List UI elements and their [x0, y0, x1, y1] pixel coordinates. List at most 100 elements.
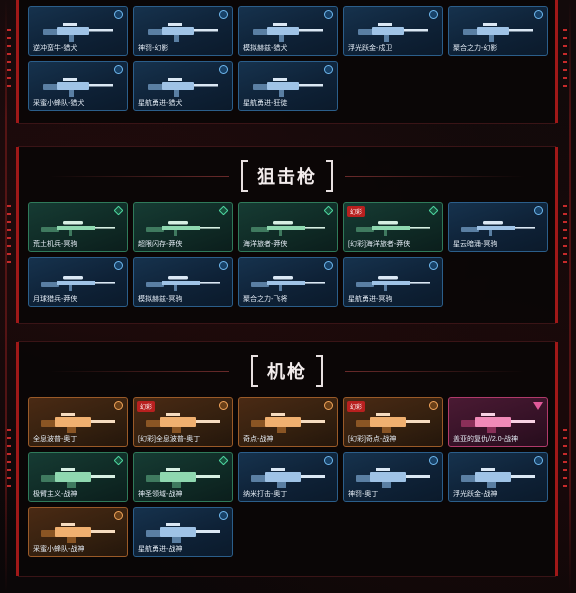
- weapon-skin-card[interactable]: 星航勇进-战神: [133, 507, 233, 557]
- weapon-image-icon: [354, 215, 432, 239]
- weapon-skin-card[interactable]: 月球猎兵-莽侠: [28, 257, 128, 307]
- weapon-skin-card[interactable]: 超限闪存-莽侠: [133, 202, 233, 252]
- weapon-skin-card[interactable]: 极臂主义-战神: [28, 452, 128, 502]
- weapon-skin-card[interactable]: 海洋旅者-莽侠: [238, 202, 338, 252]
- skin-name-label: 月球猎兵-莽侠: [33, 296, 78, 303]
- weapon-image-icon: [144, 19, 222, 43]
- weapon-skin-card[interactable]: 采蜜小蜂队-猎犬: [28, 61, 128, 111]
- weapon-skin-card[interactable]: 聚合之力-幻影: [448, 6, 548, 56]
- rarity-icon: [113, 455, 124, 466]
- weapon-skin-card[interactable]: 幻彩[幻彩]全息波普-奥丁: [133, 397, 233, 447]
- header-line: [49, 176, 229, 177]
- weapon-skin-card[interactable]: 神罚-幻影: [133, 6, 233, 56]
- weapon-skin-card[interactable]: 浮光跃金-战神: [448, 452, 548, 502]
- weapon-skin-card[interactable]: 幻彩 [幻彩]奇点-战神: [343, 397, 443, 447]
- weapon-image-icon: [39, 215, 117, 239]
- weapon-skin-card[interactable]: 荒土机兵-冥驹: [28, 202, 128, 252]
- weapon-image-icon: [354, 270, 432, 294]
- panel-edge-deco: [563, 29, 567, 89]
- skin-name-label: 神罚-幻影: [138, 45, 169, 52]
- rarity-icon: [114, 401, 123, 410]
- rarity-icon: [429, 261, 438, 270]
- rarity-icon: [429, 456, 438, 465]
- left-border-line: [5, 0, 7, 593]
- weapon-skin-card[interactable]: 模拟赫兹-冥驹: [133, 257, 233, 307]
- mg-section-panel: 机枪 全息波普-奥丁 幻彩[幻彩]全息波普-奥丁 奇点-战神: [7, 341, 567, 577]
- weapon-image-icon: [459, 19, 537, 43]
- skin-name-label: [幻彩]奇点-战神: [348, 436, 397, 443]
- skin-name-label: 模拟赫兹-猎犬: [243, 45, 288, 52]
- weapon-skin-card[interactable]: 幻彩[幻彩]海洋旅者-莽侠: [343, 202, 443, 252]
- weapon-image-icon: [459, 410, 537, 434]
- rarity-icon: [324, 456, 333, 465]
- section-header: 狙击枪: [19, 160, 555, 192]
- rarity-icon: [114, 261, 123, 270]
- skin-name-label: 海洋旅者-莽侠: [243, 241, 288, 248]
- skin-name-label: 浮光跃金-戍卫: [348, 45, 393, 52]
- weapon-skin-card[interactable]: 星航勇进-狂徒: [238, 61, 338, 111]
- rarity-icon: [219, 401, 228, 410]
- weapon-image-icon: [39, 19, 117, 43]
- weapon-skin-card[interactable]: 逆冲蛮牛-猎犬: [28, 6, 128, 56]
- weapon-skin-card[interactable]: 神罚-奥丁: [343, 452, 443, 502]
- skin-name-label: 聚合之力-飞将: [243, 296, 288, 303]
- rarity-icon: [323, 205, 334, 216]
- weapon-skin-card[interactable]: 浮光跃金-戍卫: [343, 6, 443, 56]
- weapon-skin-card[interactable]: 聚合之力-飞将: [238, 257, 338, 307]
- weapon-image-icon: [354, 465, 432, 489]
- weapon-skin-card[interactable]: 模拟赫兹-猎犬: [238, 6, 338, 56]
- weapon-skin-card[interactable]: 星云暗涌-冥驹: [448, 202, 548, 252]
- weapon-skin-card[interactable]: 盖亚的复仇//2.0-战神: [448, 397, 548, 447]
- panel-edge-deco: [563, 205, 567, 265]
- weapon-image-icon: [144, 74, 222, 98]
- weapon-image-icon: [249, 19, 327, 43]
- variant-tag: 幻彩: [347, 401, 366, 412]
- weapon-image-icon: [354, 19, 432, 43]
- rarity-icon: [534, 10, 543, 19]
- skin-name-label: 聚合之力-幻影: [453, 45, 498, 52]
- weapon-skin-card[interactable]: 星航勇进-猎犬: [133, 61, 233, 111]
- skin-name-label: 采蜜小蜂队-战神: [33, 546, 85, 553]
- sniper-skin-grid: 荒土机兵-冥驹 超限闪存-莽侠 海洋旅者-莽侠 幻彩[幻彩]海洋旅者-莽侠 星云…: [28, 202, 548, 307]
- weapon-image-icon: [354, 410, 432, 434]
- rarity-icon: [218, 455, 229, 466]
- weapon-skin-card[interactable]: 纳米打击-奥丁: [238, 452, 338, 502]
- skin-name-label: 星云暗涌-冥驹: [453, 241, 498, 248]
- section-title: 机枪: [251, 355, 323, 387]
- weapon-image-icon: [144, 215, 222, 239]
- weapon-image-icon: [459, 215, 537, 239]
- skin-name-label: 模拟赫兹-冥驹: [138, 296, 183, 303]
- bracket-right: [316, 355, 323, 387]
- panel-edge-deco: [7, 205, 11, 265]
- weapon-image-icon: [39, 74, 117, 98]
- skin-name-label: 星航勇进-狂徒: [243, 100, 288, 107]
- header-line: [49, 371, 229, 372]
- bracket-right: [326, 160, 333, 192]
- weapon-skin-card[interactable]: 星航勇进-冥驹: [343, 257, 443, 307]
- weapon-skin-card[interactable]: 神圣领域-战神: [133, 452, 233, 502]
- weapon-skin-card[interactable]: 全息波普-奥丁: [28, 397, 128, 447]
- sniper-section-panel: 狙击枪 荒土机兵-冥驹 超限闪存-莽侠 海洋旅者-莽侠: [7, 146, 567, 324]
- rarity-icon: [324, 261, 333, 270]
- section-title-text: 狙击枪: [257, 167, 317, 187]
- rarity-icon: [113, 205, 124, 216]
- rarity-icon: [324, 65, 333, 74]
- skin-name-label: 盖亚的复仇//2.0-战神: [453, 436, 518, 443]
- rarity-icon: [534, 206, 543, 215]
- panel-edge-deco: [7, 29, 11, 89]
- skin-name-label: 极臂主义-战神: [33, 491, 78, 498]
- rarity-icon: [534, 456, 543, 465]
- weapon-image-icon: [144, 410, 222, 434]
- rarity-icon: [429, 401, 438, 410]
- panel-edge-deco: [7, 429, 11, 489]
- weapon-skin-card[interactable]: 采蜜小蜂队-战神: [28, 507, 128, 557]
- weapon-skin-card[interactable]: 奇点-战神: [238, 397, 338, 447]
- skin-name-label: 超限闪存-莽侠: [138, 241, 183, 248]
- skin-name-label: 全息波普-奥丁: [33, 436, 78, 443]
- rarity-icon: [114, 10, 123, 19]
- section-header: 机枪: [19, 355, 555, 387]
- skin-name-label: 纳米打击-奥丁: [243, 491, 288, 498]
- skin-name-label: [幻彩]全息波普-奥丁: [138, 436, 201, 443]
- variant-tag: 幻彩: [347, 206, 366, 217]
- section-title-text: 机枪: [267, 362, 307, 382]
